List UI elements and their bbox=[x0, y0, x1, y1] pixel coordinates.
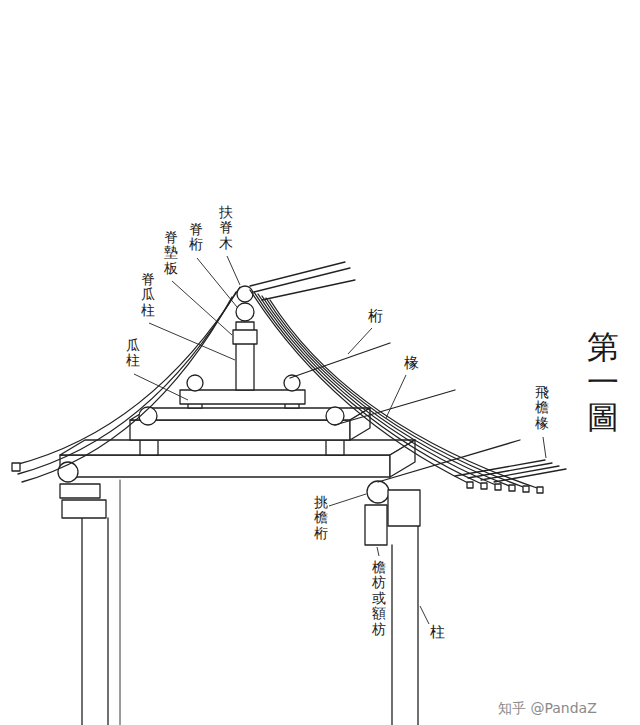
part-label: 扶脊木 bbox=[219, 205, 233, 251]
part-label: 桁 bbox=[368, 308, 383, 325]
part-label: 椽 bbox=[404, 355, 419, 372]
part-label: 檐枋或額枋 bbox=[372, 560, 386, 637]
part-label: 瓜柱 bbox=[126, 338, 140, 369]
watermark: 知乎 @PandaZ bbox=[498, 700, 597, 718]
part-label: 柱 bbox=[430, 624, 445, 641]
part-label: 挑檐桁 bbox=[314, 495, 328, 541]
part-label: 脊墊板 bbox=[164, 230, 178, 276]
figure-title: 第一圖 bbox=[587, 330, 619, 436]
part-label: 飛檐椽 bbox=[535, 385, 549, 431]
part-label: 脊瓜柱 bbox=[141, 272, 155, 318]
part-label: 脊桁 bbox=[189, 222, 203, 253]
